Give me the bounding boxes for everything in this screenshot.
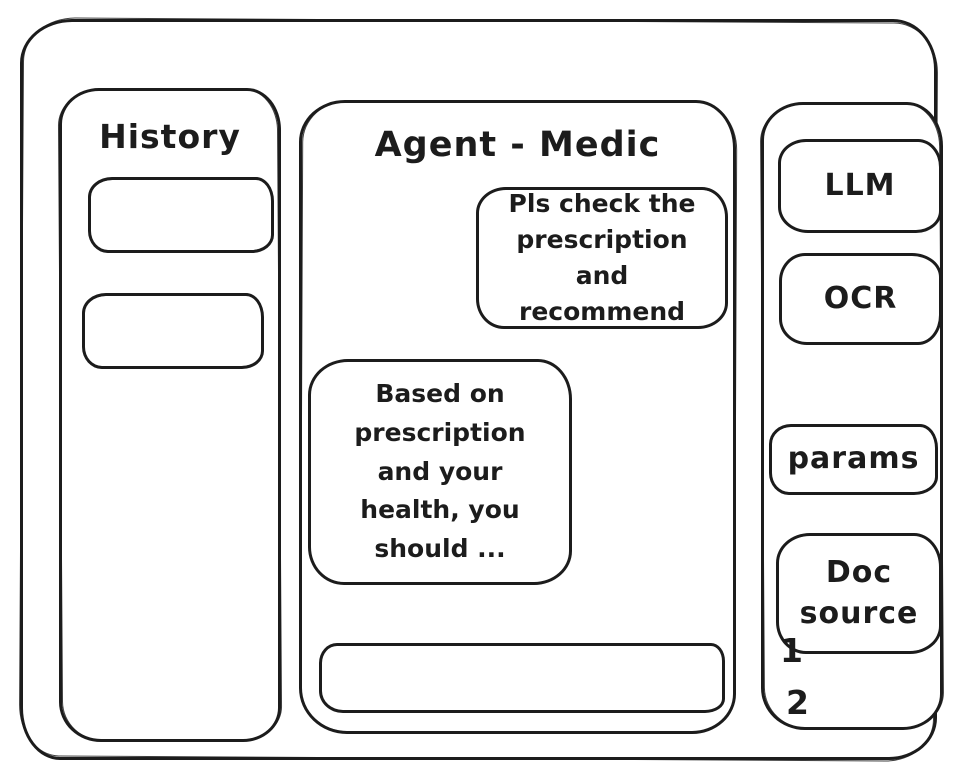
- llm-button[interactable]: LLM: [778, 139, 942, 233]
- history-item[interactable]: [88, 177, 274, 253]
- history-item[interactable]: [82, 293, 264, 369]
- ocr-button[interactable]: OCR: [779, 253, 942, 345]
- history-panel: History: [59, 88, 281, 742]
- user-message-bubble: Pls check the prescription and recommend: [476, 187, 728, 329]
- tools-panel: LLM OCR params Doc source 1 2: [761, 102, 943, 730]
- app-window-frame: History Agent - Medic Pls check the pres…: [20, 19, 943, 760]
- message-input[interactable]: [319, 643, 725, 713]
- history-title: History: [99, 117, 241, 156]
- assistant-message-bubble: Based on prescription and your health, y…: [308, 359, 572, 585]
- chat-panel: Agent - Medic Pls check the prescription…: [299, 100, 736, 734]
- doc-source-number-1: 1: [780, 631, 803, 670]
- doc-source-number-2: 2: [786, 683, 809, 722]
- params-button[interactable]: params: [769, 424, 938, 495]
- doc-source-button[interactable]: Doc source: [776, 533, 942, 654]
- chat-title: Agent - Medic: [374, 125, 661, 165]
